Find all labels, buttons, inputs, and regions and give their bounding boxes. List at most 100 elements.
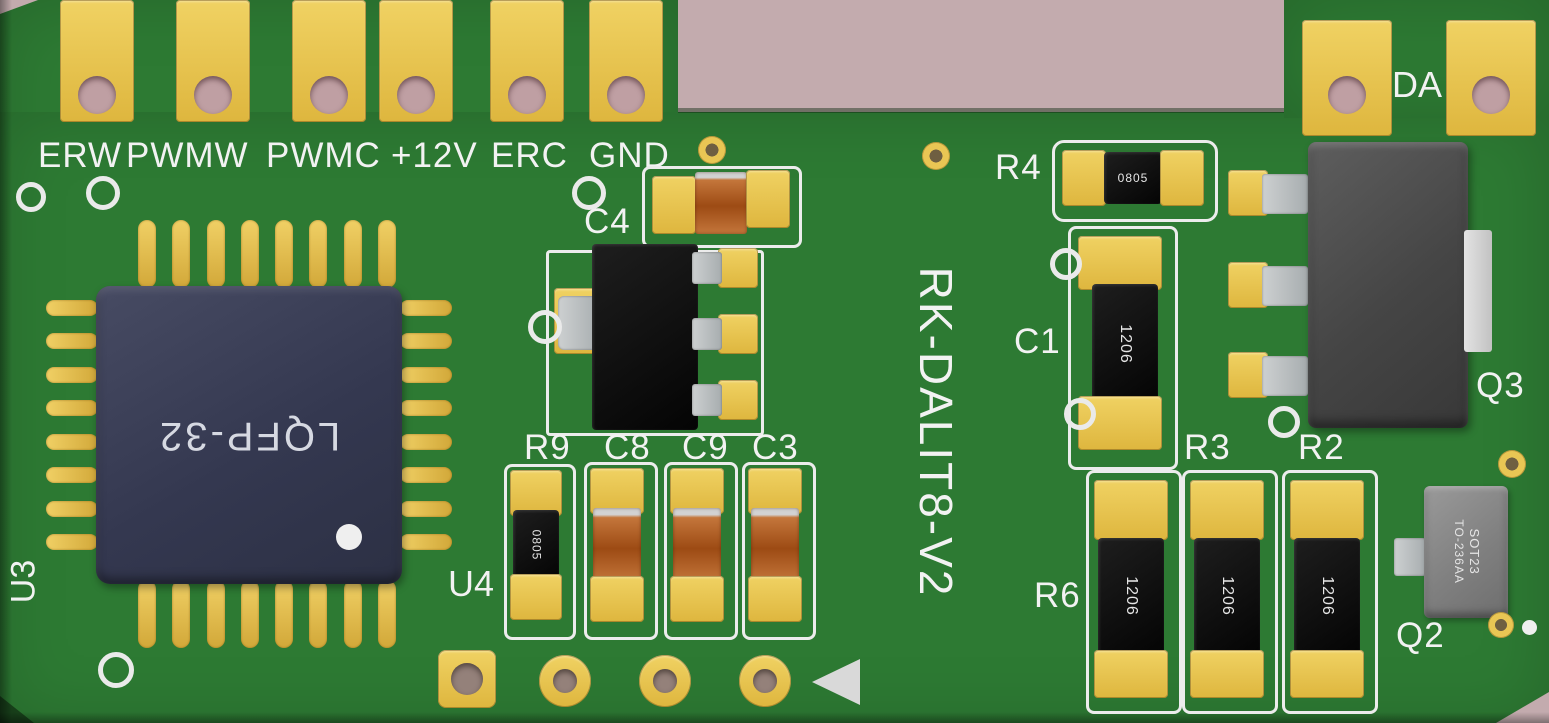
c8-body (593, 508, 641, 582)
mount-pad-round (539, 655, 591, 707)
r9-size-marking: 0805 (528, 529, 543, 561)
q3-pad-2 (1228, 262, 1268, 308)
u3-pin (206, 220, 225, 288)
via (1064, 398, 1096, 430)
connector-pad-da-left (1302, 20, 1392, 136)
label-da: DA (1392, 64, 1443, 105)
u3-pin (172, 580, 191, 648)
u3-pin (400, 400, 452, 417)
u3-ref-label: U3 (4, 559, 43, 604)
u4-ref-label: U4 (448, 563, 495, 604)
u3-pin (138, 220, 156, 288)
u3-pin (400, 433, 452, 450)
u3-pins-top (138, 220, 396, 288)
connector-pad-erw (60, 0, 134, 122)
u3-pin (377, 220, 396, 288)
c9-pad-bottom (670, 576, 724, 622)
connector-pad-erc (490, 0, 564, 122)
connector-hole (508, 76, 546, 114)
u3-pin (46, 433, 98, 450)
via (1488, 612, 1514, 638)
r3-silk-outline (1182, 470, 1278, 714)
q3-lead-3 (1262, 356, 1308, 396)
c3-ref-label: C3 (752, 428, 799, 467)
c8-pad-top (590, 468, 644, 514)
connector-hole (1472, 76, 1510, 114)
u4-pad-3 (718, 380, 758, 420)
c9-ref-label: C9 (682, 428, 729, 467)
board-left-edge-shadow (0, 0, 12, 723)
q2-ref-label: Q2 (1396, 616, 1445, 655)
board-bottom-edge-shadow (0, 712, 1549, 723)
label-12v: +12V (391, 136, 478, 175)
u4-lead-1 (692, 252, 722, 284)
u3-pin (275, 580, 294, 648)
q2-marking-line1: SOT23 (1466, 528, 1482, 576)
via (572, 176, 606, 210)
mount-pad-square (438, 650, 496, 708)
label-pwmw: PWMW (126, 136, 249, 175)
r6-pad-top (1094, 480, 1168, 540)
u3-pin (377, 580, 396, 648)
c8-ref-label: C8 (604, 428, 651, 467)
c8-silk-outline (584, 462, 658, 640)
u3-pin (46, 300, 98, 316)
q3-pad-3 (1228, 352, 1268, 398)
mount-hole (753, 669, 777, 693)
r9-silk-outline (504, 464, 576, 640)
board-title: RK-DALIT8-V2 (910, 266, 962, 598)
u3-pins-left (46, 300, 98, 550)
u3-pin1-dot (336, 524, 362, 550)
label-erc: ERC (491, 136, 568, 175)
r2-pad-top (1290, 480, 1364, 540)
u4-lead-3 (692, 384, 722, 416)
r2-silk-outline (1282, 470, 1378, 714)
r2-body: 1206 (1294, 538, 1360, 654)
q2-body: SOT23 TO-236AA (1424, 486, 1508, 618)
mount-hole (451, 663, 483, 695)
connector-pad-gnd (589, 0, 663, 122)
c4-body (695, 172, 747, 234)
c1-body: 1206 (1092, 284, 1158, 404)
connector-pad-da-right (1446, 20, 1536, 136)
u3-pin (46, 533, 98, 550)
r3-ref-label: R3 (1184, 428, 1231, 467)
connector-pad-pwmc (292, 0, 366, 122)
r2-ref-label: R2 (1298, 428, 1345, 467)
q3-body (1308, 142, 1468, 428)
mount-pad-round (739, 655, 791, 707)
connector-hole (397, 76, 435, 114)
connector-hole (194, 76, 232, 114)
r3-body: 1206 (1194, 538, 1260, 654)
c1-silk-outline (1068, 226, 1178, 470)
c3-pad-bottom (748, 576, 802, 622)
u3-pin (400, 366, 452, 383)
r6-size-marking: 1206 (1123, 576, 1140, 616)
u4-pad-2 (718, 314, 758, 354)
c4-pad-left (652, 176, 696, 234)
c3-body (751, 508, 799, 582)
c8-pad-bottom (590, 576, 644, 622)
board-corner-cut-topleft (0, 0, 38, 14)
q3-pad-1 (1228, 170, 1268, 216)
q3-lead-2 (1262, 266, 1308, 306)
via (86, 176, 120, 210)
r9-pad-top (510, 470, 562, 516)
r3-size-marking: 1206 (1219, 576, 1236, 616)
c9-silk-outline (664, 462, 738, 640)
u3-pins-bottom (138, 580, 396, 648)
r3-pad-bottom (1190, 650, 1264, 698)
r4-size-marking: 0805 (1117, 171, 1149, 185)
u3-pin (46, 467, 98, 484)
mount-hole (553, 669, 577, 693)
r9-pad-bottom (510, 574, 562, 620)
u3-pin (46, 400, 98, 417)
label-erw: ERW (38, 136, 123, 175)
u3-pin (206, 580, 225, 648)
via (922, 142, 950, 170)
u3-pin (172, 220, 191, 288)
board-corner-cut-bottomright (1496, 692, 1549, 723)
u3-pin (240, 580, 259, 648)
r4-pad-right (1160, 150, 1204, 206)
